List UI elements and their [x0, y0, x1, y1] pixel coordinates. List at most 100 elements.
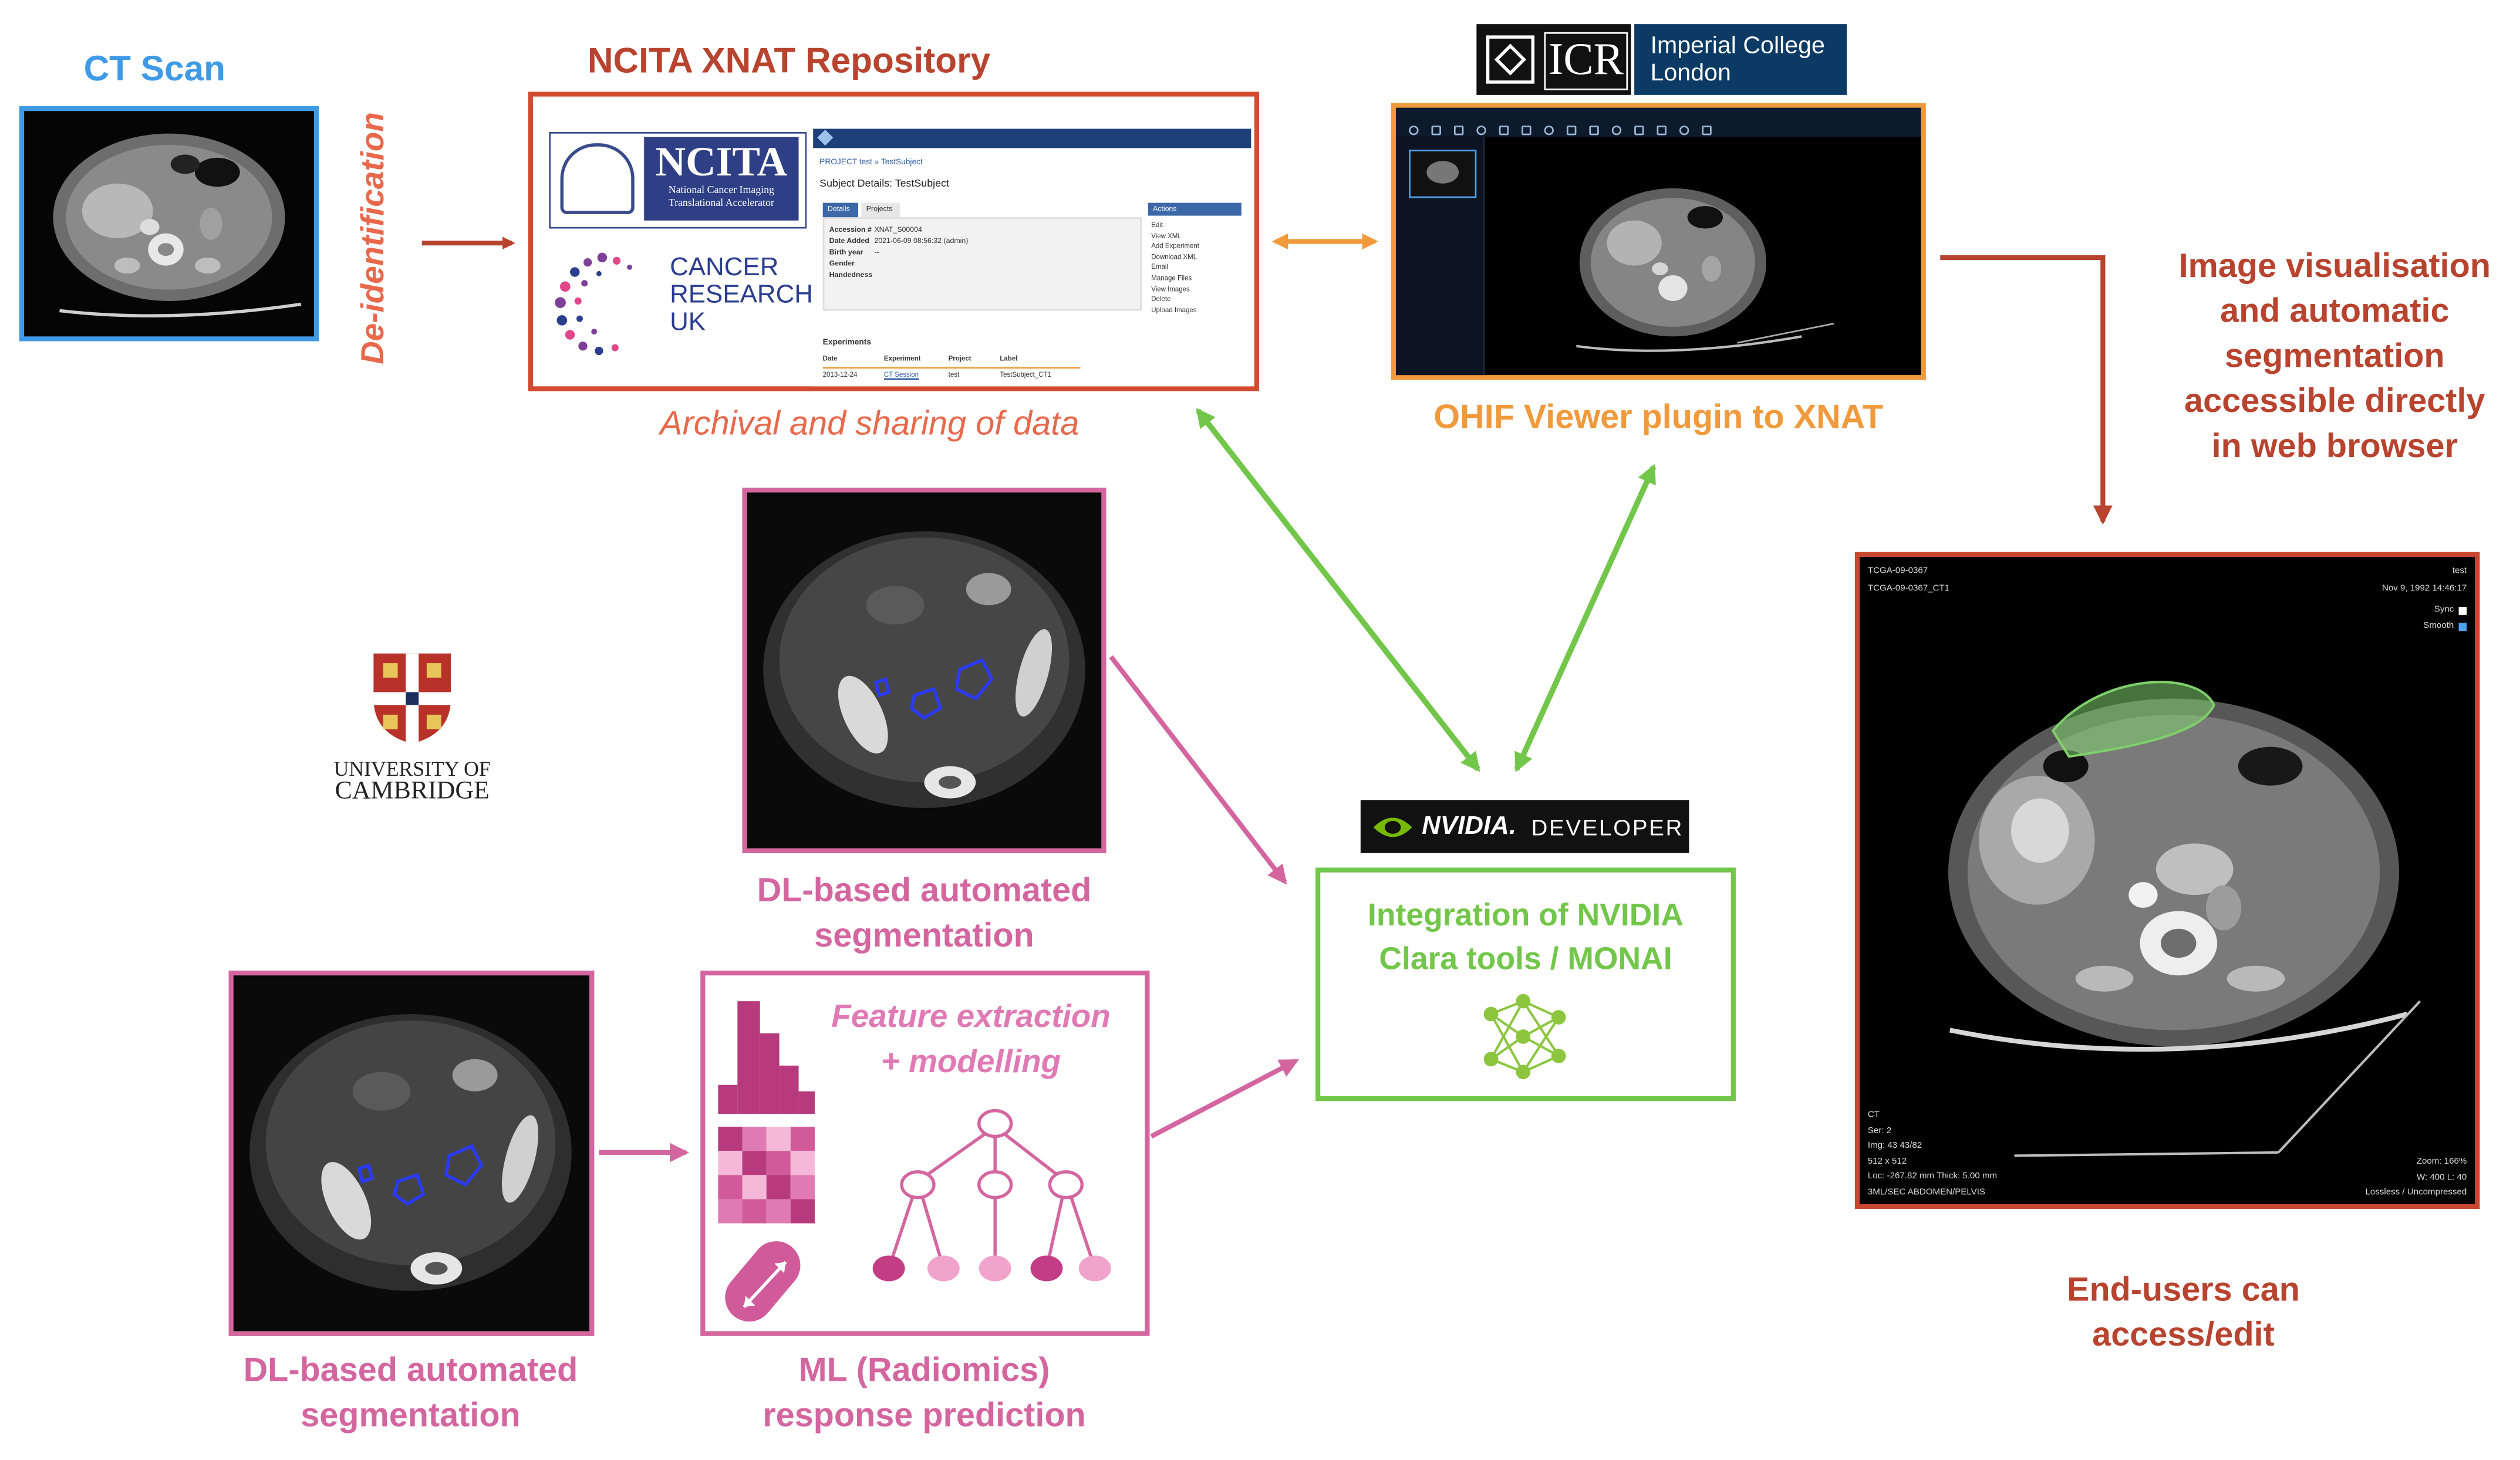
xnat-experiments-title: Experiments	[822, 338, 872, 348]
cruk-dots-icon	[555, 252, 632, 356]
xnat-caption: Archival and sharing of data	[660, 405, 1079, 443]
dl-bottom-caption-line-1: DL-based automated	[243, 1352, 578, 1390]
imperial-logo: Imperial College London	[1634, 24, 1847, 95]
ml-caption-line-2: response prediction	[763, 1397, 1086, 1435]
xnat-field-key: Birth year	[829, 248, 863, 256]
ohif-tool-icon[interactable]	[1409, 125, 1419, 136]
xnat-navbar	[813, 129, 1251, 148]
segmentation-contour	[2051, 681, 2215, 758]
xnat-actions-title: Actions	[1152, 204, 1177, 213]
imperial-line-2: London	[1650, 59, 1731, 87]
cambridge-line-1: UNIVERSITY OF	[333, 756, 491, 781]
de-identification-label: De-identification	[356, 112, 392, 364]
icr-emblem-icon	[1486, 35, 1535, 84]
xnat-menu-item[interactable]: Administer	[963, 148, 1002, 158]
viewer-bl-line-4: 512 x 512	[1867, 1156, 1907, 1167]
ncita-logo: NCITA National Cancer Imaging Translatio…	[549, 131, 807, 229]
xnat-menu-item[interactable]: Help	[1056, 148, 1073, 158]
nvidia-box-line-2: Clara tools / MONAI	[1379, 941, 1672, 978]
xnat-action-item[interactable]: Upload Images	[1151, 305, 1197, 314]
viewer-top-left-1: TCGA-09-0367	[1867, 566, 1928, 576]
xnat-tab-details-label: Details	[827, 204, 850, 213]
xnat-menu-item[interactable]: Browse	[842, 148, 869, 158]
xnat-menu-item[interactable]: Tools	[1019, 148, 1038, 158]
xnat-exp-cell: test	[948, 370, 960, 378]
xnat-field-value: --	[874, 248, 879, 256]
nvidia-box-text: Integration of NVIDIA Clara tools / MONAI	[1320, 895, 1730, 982]
right-heading-line-5: in web browser	[2211, 428, 2458, 465]
ohif-tool-icon[interactable]	[1611, 125, 1622, 136]
cruk-line-3: UK	[670, 309, 706, 337]
xnat-details-panel	[822, 217, 1142, 311]
xnat-menu: Browse New Upload Administer Tools Help	[842, 134, 1091, 157]
neural-network-icon	[1483, 993, 1566, 1080]
xnat-action-item[interactable]: Email	[1151, 263, 1169, 271]
arrow-ml-to-nvidia	[1150, 1058, 1299, 1139]
ohif-thumbnail[interactable]	[1409, 150, 1477, 198]
xnat-field-key: Date Added	[829, 236, 869, 245]
nvidia-eye-icon	[1373, 817, 1412, 837]
ohif-tool-icon[interactable]	[1453, 125, 1464, 136]
icr-emblem-inner	[1494, 43, 1527, 76]
dl-bottom-frame	[228, 971, 595, 1336]
xnat-exp-cell[interactable]: CT Session	[883, 370, 919, 378]
xnat-action-item[interactable]: View XML	[1151, 231, 1182, 239]
ohif-tool-icon[interactable]	[1566, 125, 1577, 136]
arrow-dl-to-nvidia	[1109, 655, 1287, 885]
xnat-title: NCITA XNAT Repository	[587, 40, 991, 81]
xnat-field-key: Handedness	[829, 270, 873, 279]
ohif-tool-icon[interactable]	[1702, 125, 1712, 136]
ohif-tool-icon[interactable]	[1634, 125, 1644, 136]
right-heading-line-2: and automatic	[2220, 293, 2450, 330]
dl-bottom-scan-image	[249, 1014, 572, 1291]
xnat-tab-projects-label: Projects	[866, 204, 893, 213]
xnat-action-item[interactable]: Edit	[1151, 220, 1163, 229]
xnat-field-row: Birth year --	[829, 248, 879, 256]
xnat-menu-item[interactable]: Upload	[920, 148, 946, 158]
cruk-line-2: RESEARCH	[670, 282, 813, 309]
ohif-tool-icon[interactable]	[1657, 125, 1667, 136]
texture-matrix-icon	[718, 1127, 815, 1224]
viewer-smooth-label: Smooth	[2423, 621, 2454, 631]
ohif-tool-icon[interactable]	[1499, 125, 1509, 136]
ohif-tool-icon[interactable]	[1476, 125, 1486, 136]
ohif-tool-icon[interactable]	[1589, 125, 1599, 136]
xnat-tab-projects[interactable]	[861, 202, 900, 218]
xnat-breadcrumb[interactable]: PROJECT test » TestSubject	[819, 157, 923, 168]
ncita-sub-2: Translational Accelerator	[668, 198, 774, 209]
ohif-tool-icon[interactable]	[1544, 125, 1554, 136]
xnat-action-item[interactable]: Download XML	[1151, 252, 1197, 261]
ohif-tool-icon[interactable]	[1679, 125, 1689, 136]
xnat-action-item[interactable]: Add Experiment	[1151, 241, 1199, 250]
arrow-xnat-nvidia	[1196, 408, 1480, 772]
nvidia-box-line-1: Integration of NVIDIA	[1368, 898, 1684, 934]
ohif-tool-icon[interactable]	[1431, 125, 1441, 136]
viewer-scan-image	[1948, 681, 2421, 1157]
xnat-tab-details[interactable]	[822, 202, 859, 218]
ohif-tool-icons	[1409, 114, 1725, 143]
xnat-action-item[interactable]: Manage Files	[1151, 273, 1192, 282]
xnat-field-value: 2021-06-09 08:56:32 (admin)	[874, 236, 969, 245]
xnat-exp-header: Project	[948, 354, 971, 363]
viewer-sync-checkbox[interactable]	[2458, 607, 2467, 615]
xnat-action-item[interactable]: Delete	[1151, 295, 1171, 303]
xnat-exp-cell: 2013-12-24	[822, 370, 858, 378]
viewer-smooth-checkbox[interactable]	[2458, 623, 2467, 631]
feature-extraction-text: Feature extraction+ modelling	[802, 995, 1140, 1085]
dl-bottom-caption-line-2: segmentation	[301, 1397, 521, 1435]
xnat-action-item[interactable]: View Images	[1151, 284, 1190, 293]
xnat-field-row: Accession #XNAT_S00004	[829, 225, 922, 234]
imperial-line-1: Imperial College	[1650, 32, 1825, 60]
ohif-tool-icon[interactable]	[1522, 125, 1531, 136]
viewer-sync-label: Sync	[2434, 605, 2454, 615]
viewer-top-right-2: Nov 9, 1992 14:46:17	[2381, 584, 2467, 594]
xnat-exp-header: Date	[822, 354, 838, 363]
xnat-menu-item[interactable]: New	[886, 148, 903, 158]
ohif-frame	[1391, 103, 1926, 380]
ohif-caption: OHIF Viewer plugin to XNAT	[1433, 399, 1884, 437]
